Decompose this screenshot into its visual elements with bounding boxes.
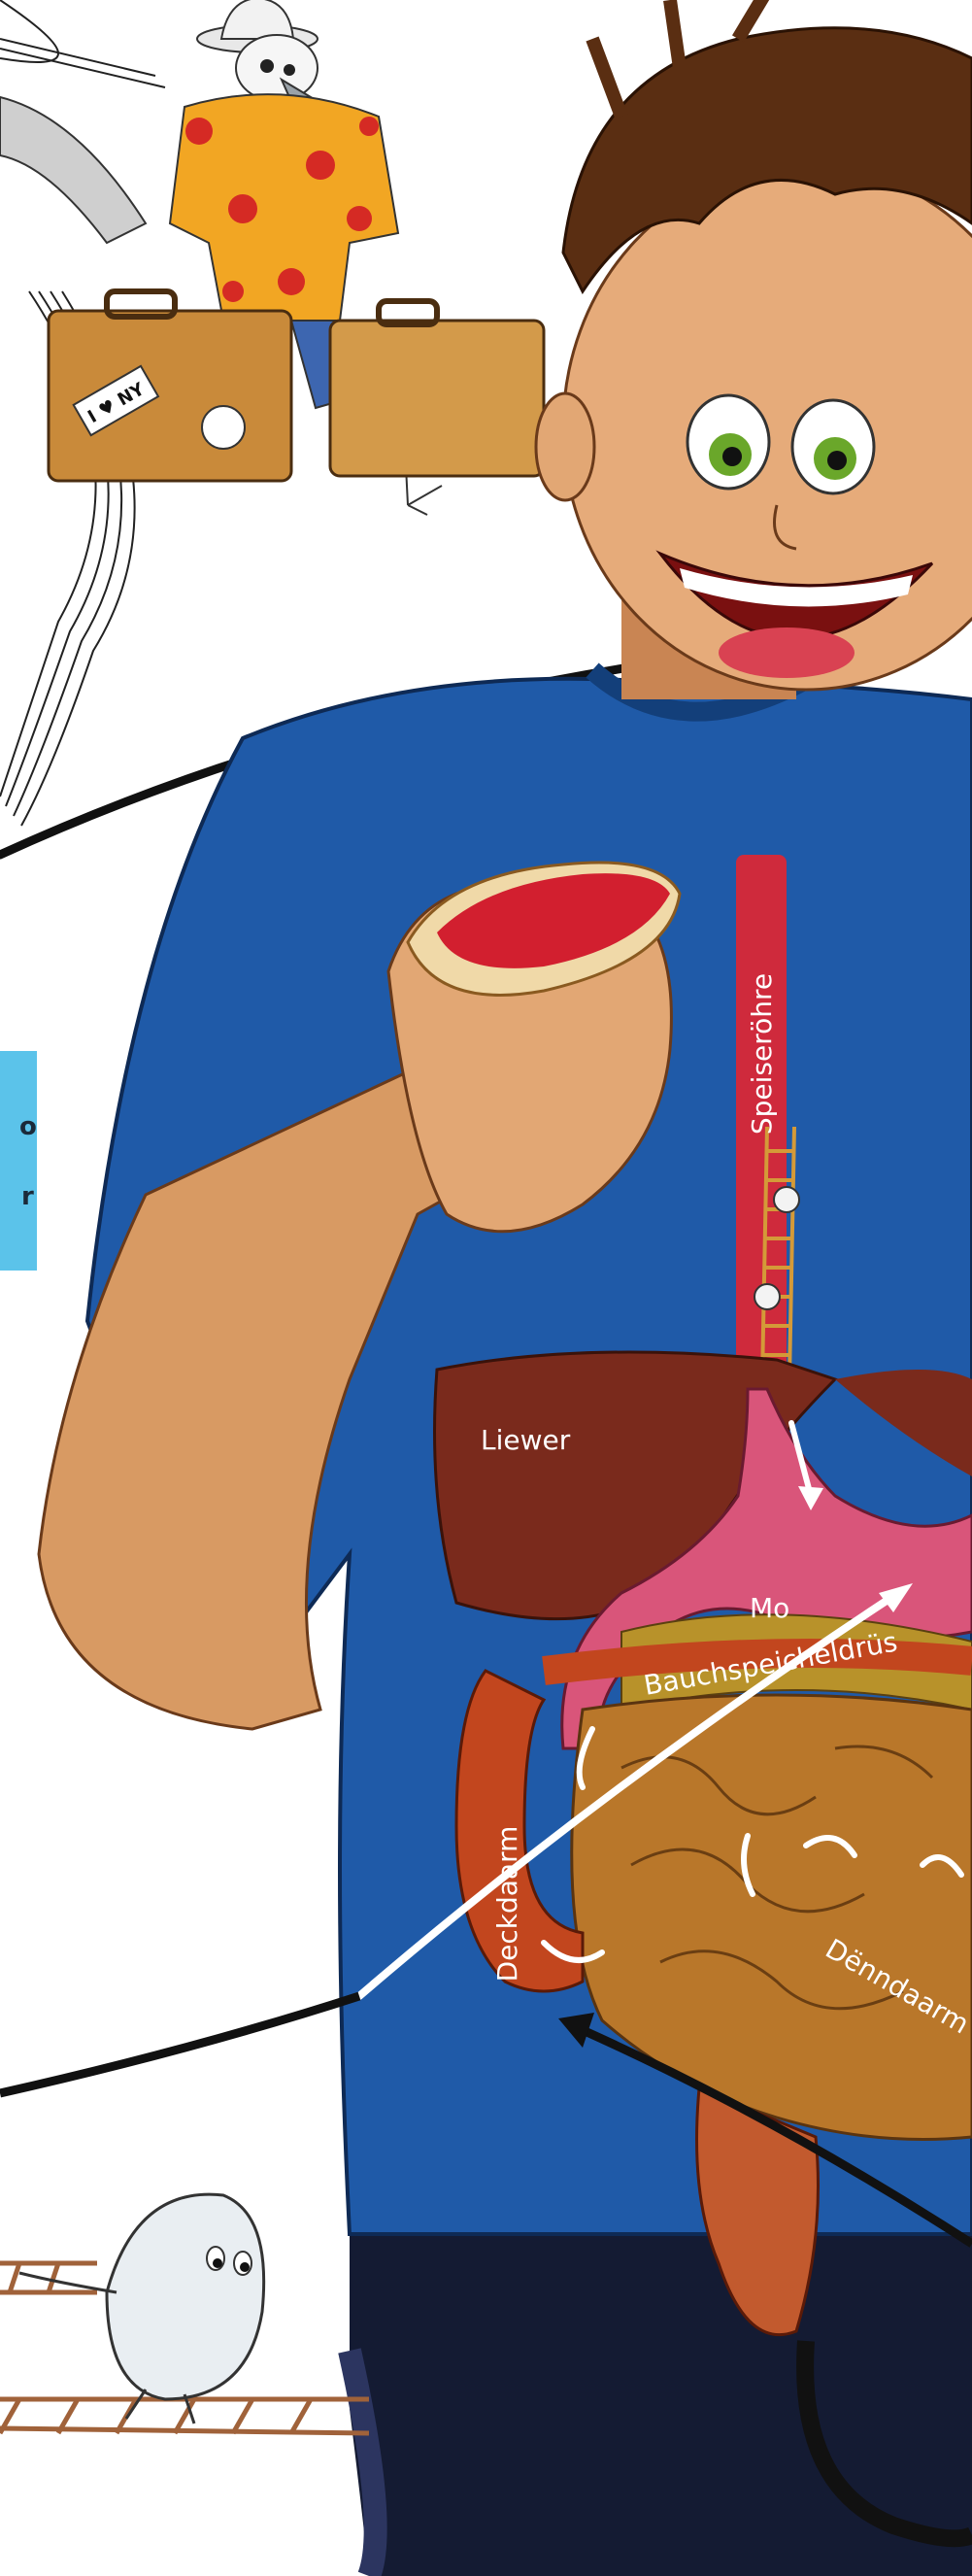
- info-box-line-2: r: [21, 1182, 34, 1211]
- suitcase-right: [330, 321, 544, 476]
- label-deckdaarm: Deckdaarm: [491, 1826, 523, 1983]
- info-box-line-1: o: [19, 1112, 37, 1141]
- label-liewer: Liewer: [481, 1424, 571, 1456]
- suitcase-left: [49, 311, 291, 481]
- info-box-background: [0, 1051, 37, 1271]
- label-speiseroehre: Speiseröhre: [746, 973, 778, 1135]
- info-box: o r: [0, 1051, 37, 1271]
- label-mo: Mo: [750, 1592, 789, 1624]
